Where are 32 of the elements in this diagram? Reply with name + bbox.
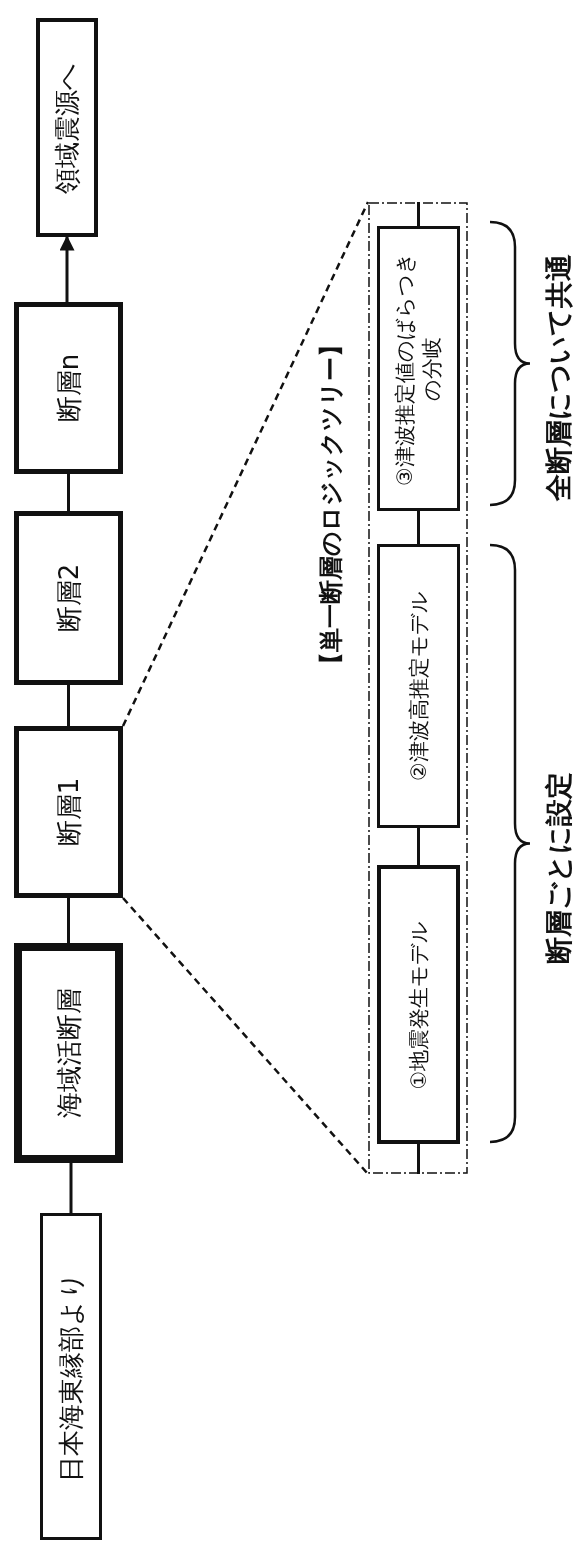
node-label: 領域震源へ xyxy=(51,62,83,193)
process-box xyxy=(377,544,460,828)
node-label: 断層2 xyxy=(52,563,85,633)
connector-line xyxy=(67,474,70,511)
connector-line xyxy=(67,898,70,943)
connector-line xyxy=(67,685,70,726)
process-box xyxy=(14,302,123,474)
connector-line xyxy=(417,511,420,544)
dashed-line xyxy=(122,897,369,1175)
process-box xyxy=(14,726,123,898)
start-box xyxy=(40,1213,102,1540)
node-label: 日本海東縁部より xyxy=(55,1271,87,1482)
node-label: 海域活断層 xyxy=(52,988,85,1118)
node-label: 断層1 xyxy=(52,777,85,847)
connector-line xyxy=(417,202,420,226)
node-label: ②津波高推定モデル xyxy=(405,591,431,781)
connector-line xyxy=(69,1163,73,1213)
bracket-label: 全断層について共通 xyxy=(541,253,575,501)
frame-heading: 【単一断層のロジックツリー】 xyxy=(315,332,346,676)
node-label: 断層n xyxy=(52,353,85,423)
process-box xyxy=(377,226,460,511)
dashed-line xyxy=(121,201,370,727)
node-label: ③津波推定値のばらつきの分岐 xyxy=(391,250,445,488)
connector-line xyxy=(417,1144,420,1174)
process-box xyxy=(14,511,123,685)
process-box xyxy=(377,865,460,1144)
node-label: ①地震発生モデル xyxy=(405,920,431,1089)
bracket-label: 断層ごとに設定 xyxy=(541,772,575,964)
process-box xyxy=(14,943,123,1163)
connector-line xyxy=(417,828,420,865)
arrow xyxy=(59,235,75,302)
end-box xyxy=(36,18,98,237)
